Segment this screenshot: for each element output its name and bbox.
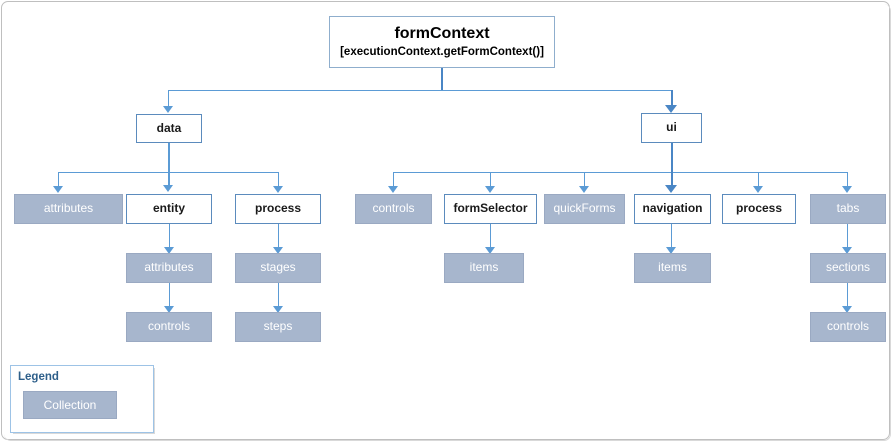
arrowhead-ui-controls [388,186,398,193]
node-entity-attributes-controls-label: controls [147,319,191,334]
node-tabs-sections[interactable]: sections [810,253,886,283]
arrowhead-ui-quickForms [579,186,589,193]
node-formContext-subtitle: [executionContext.getFormContext()] [340,45,544,58]
node-ui-controls[interactable]: controls [355,194,432,224]
node-navigation-items-label: items [658,260,687,275]
node-data-process-label: process [254,201,302,216]
arrowhead-data [163,106,173,113]
arrowhead-formSelector-items [485,247,495,254]
node-ui-formSelector[interactable]: formSelector [444,194,537,224]
legend-box: Legend Collection [10,365,155,434]
arrowhead-dataprocess-stages [273,247,283,254]
arrowhead-ui-navigation [665,185,677,193]
connector-ui-to-quickForms [584,172,585,187]
connector-data-to-entity [168,172,170,186]
node-entity-attributes-label: attributes [144,260,194,275]
connector-root-to-data [168,90,169,107]
node-dataprocess-steps-label: steps [263,319,293,334]
node-ui-process[interactable]: process [722,194,796,224]
legend-title: Legend [18,371,59,383]
arrowhead-ui-process [753,186,763,193]
connector-data-to-process [278,172,279,187]
node-data-attributes[interactable]: attributes [14,194,123,224]
node-tabs-sections-controls-label: controls [826,319,870,334]
connector-ui-to-formSelector [490,172,491,187]
connector-data-stem [168,143,170,172]
node-ui-navigation-label: navigation [642,201,703,216]
arrowhead-sections-controls [842,306,852,313]
connector-navigation-to-items [671,224,672,248]
node-ui-process-label: process [735,201,783,216]
node-data-entity-label: entity [152,201,185,216]
connector-tabs-to-sections [847,224,848,248]
connector-root-stem [441,68,443,90]
arrowhead-ui-tabs [842,186,852,193]
connector-attributes-to-controls [169,283,170,307]
arrowhead-data-process [273,186,283,193]
connector-ui-to-process [758,172,759,187]
node-ui-label: ui [666,120,677,135]
connector-entity-to-attributes [169,224,170,248]
connector-formSelector-to-items [490,224,491,248]
arrowhead-ui-formSelector [485,186,495,193]
node-dataprocess-steps[interactable]: steps [235,312,321,342]
node-ui-quickForms-label: quickForms [553,201,616,216]
node-dataprocess-stages[interactable]: stages [235,253,321,283]
node-data-entity[interactable]: entity [126,194,212,224]
node-ui[interactable]: ui [641,113,702,143]
connector-root-bar [168,90,672,91]
node-ui-formSelector-label: formSelector [453,201,528,216]
node-ui-tabs-label: tabs [836,201,860,216]
node-entity-attributes[interactable]: attributes [126,253,212,283]
arrowhead-tabs-sections [842,247,852,254]
connector-root-to-ui [671,90,673,106]
legend-swatch-label: Collection [43,398,97,412]
arrowhead-stages-steps [273,306,283,313]
node-formSelector-items[interactable]: items [444,253,524,283]
connector-ui-to-tabs [847,172,848,187]
node-formContext[interactable]: formContext [executionContext.getFormCon… [329,16,555,68]
node-ui-controls-label: controls [372,201,415,216]
legend-swatch-collection: Collection [23,391,117,419]
node-dataprocess-stages-label: stages [260,260,296,275]
node-ui-quickForms[interactable]: quickForms [544,194,625,224]
arrowhead-ui [665,105,677,113]
node-entity-attributes-controls[interactable]: controls [126,312,212,342]
node-data-label: data [156,120,182,135]
arrowhead-attributes-controls [164,306,174,313]
node-ui-navigation[interactable]: navigation [634,194,711,224]
node-tabs-sections-controls[interactable]: controls [810,312,886,342]
connector-stages-to-steps [278,283,279,307]
connector-dataprocess-to-stages [278,224,279,248]
connector-ui-bar [393,172,848,173]
node-formContext-title: formContext [394,25,490,43]
node-data-process[interactable]: process [235,194,321,224]
node-formSelector-items-label: items [469,260,499,275]
node-tabs-sections-label: sections [825,260,871,275]
connector-ui-stem [671,143,673,172]
connector-sections-to-controls [847,283,848,307]
node-ui-tabs[interactable]: tabs [810,194,886,224]
node-data[interactable]: data [136,114,202,143]
node-data-attributes-label: attributes [43,201,94,216]
node-navigation-items[interactable]: items [634,253,711,283]
connector-ui-to-navigation [671,172,673,186]
arrowhead-data-attributes [53,186,63,193]
arrowhead-navigation-items [666,247,676,254]
arrowhead-data-entity [163,185,173,192]
arrowhead-entity-attributes [164,247,174,254]
connector-ui-to-controls [393,172,394,187]
connector-data-to-attributes [58,172,59,187]
